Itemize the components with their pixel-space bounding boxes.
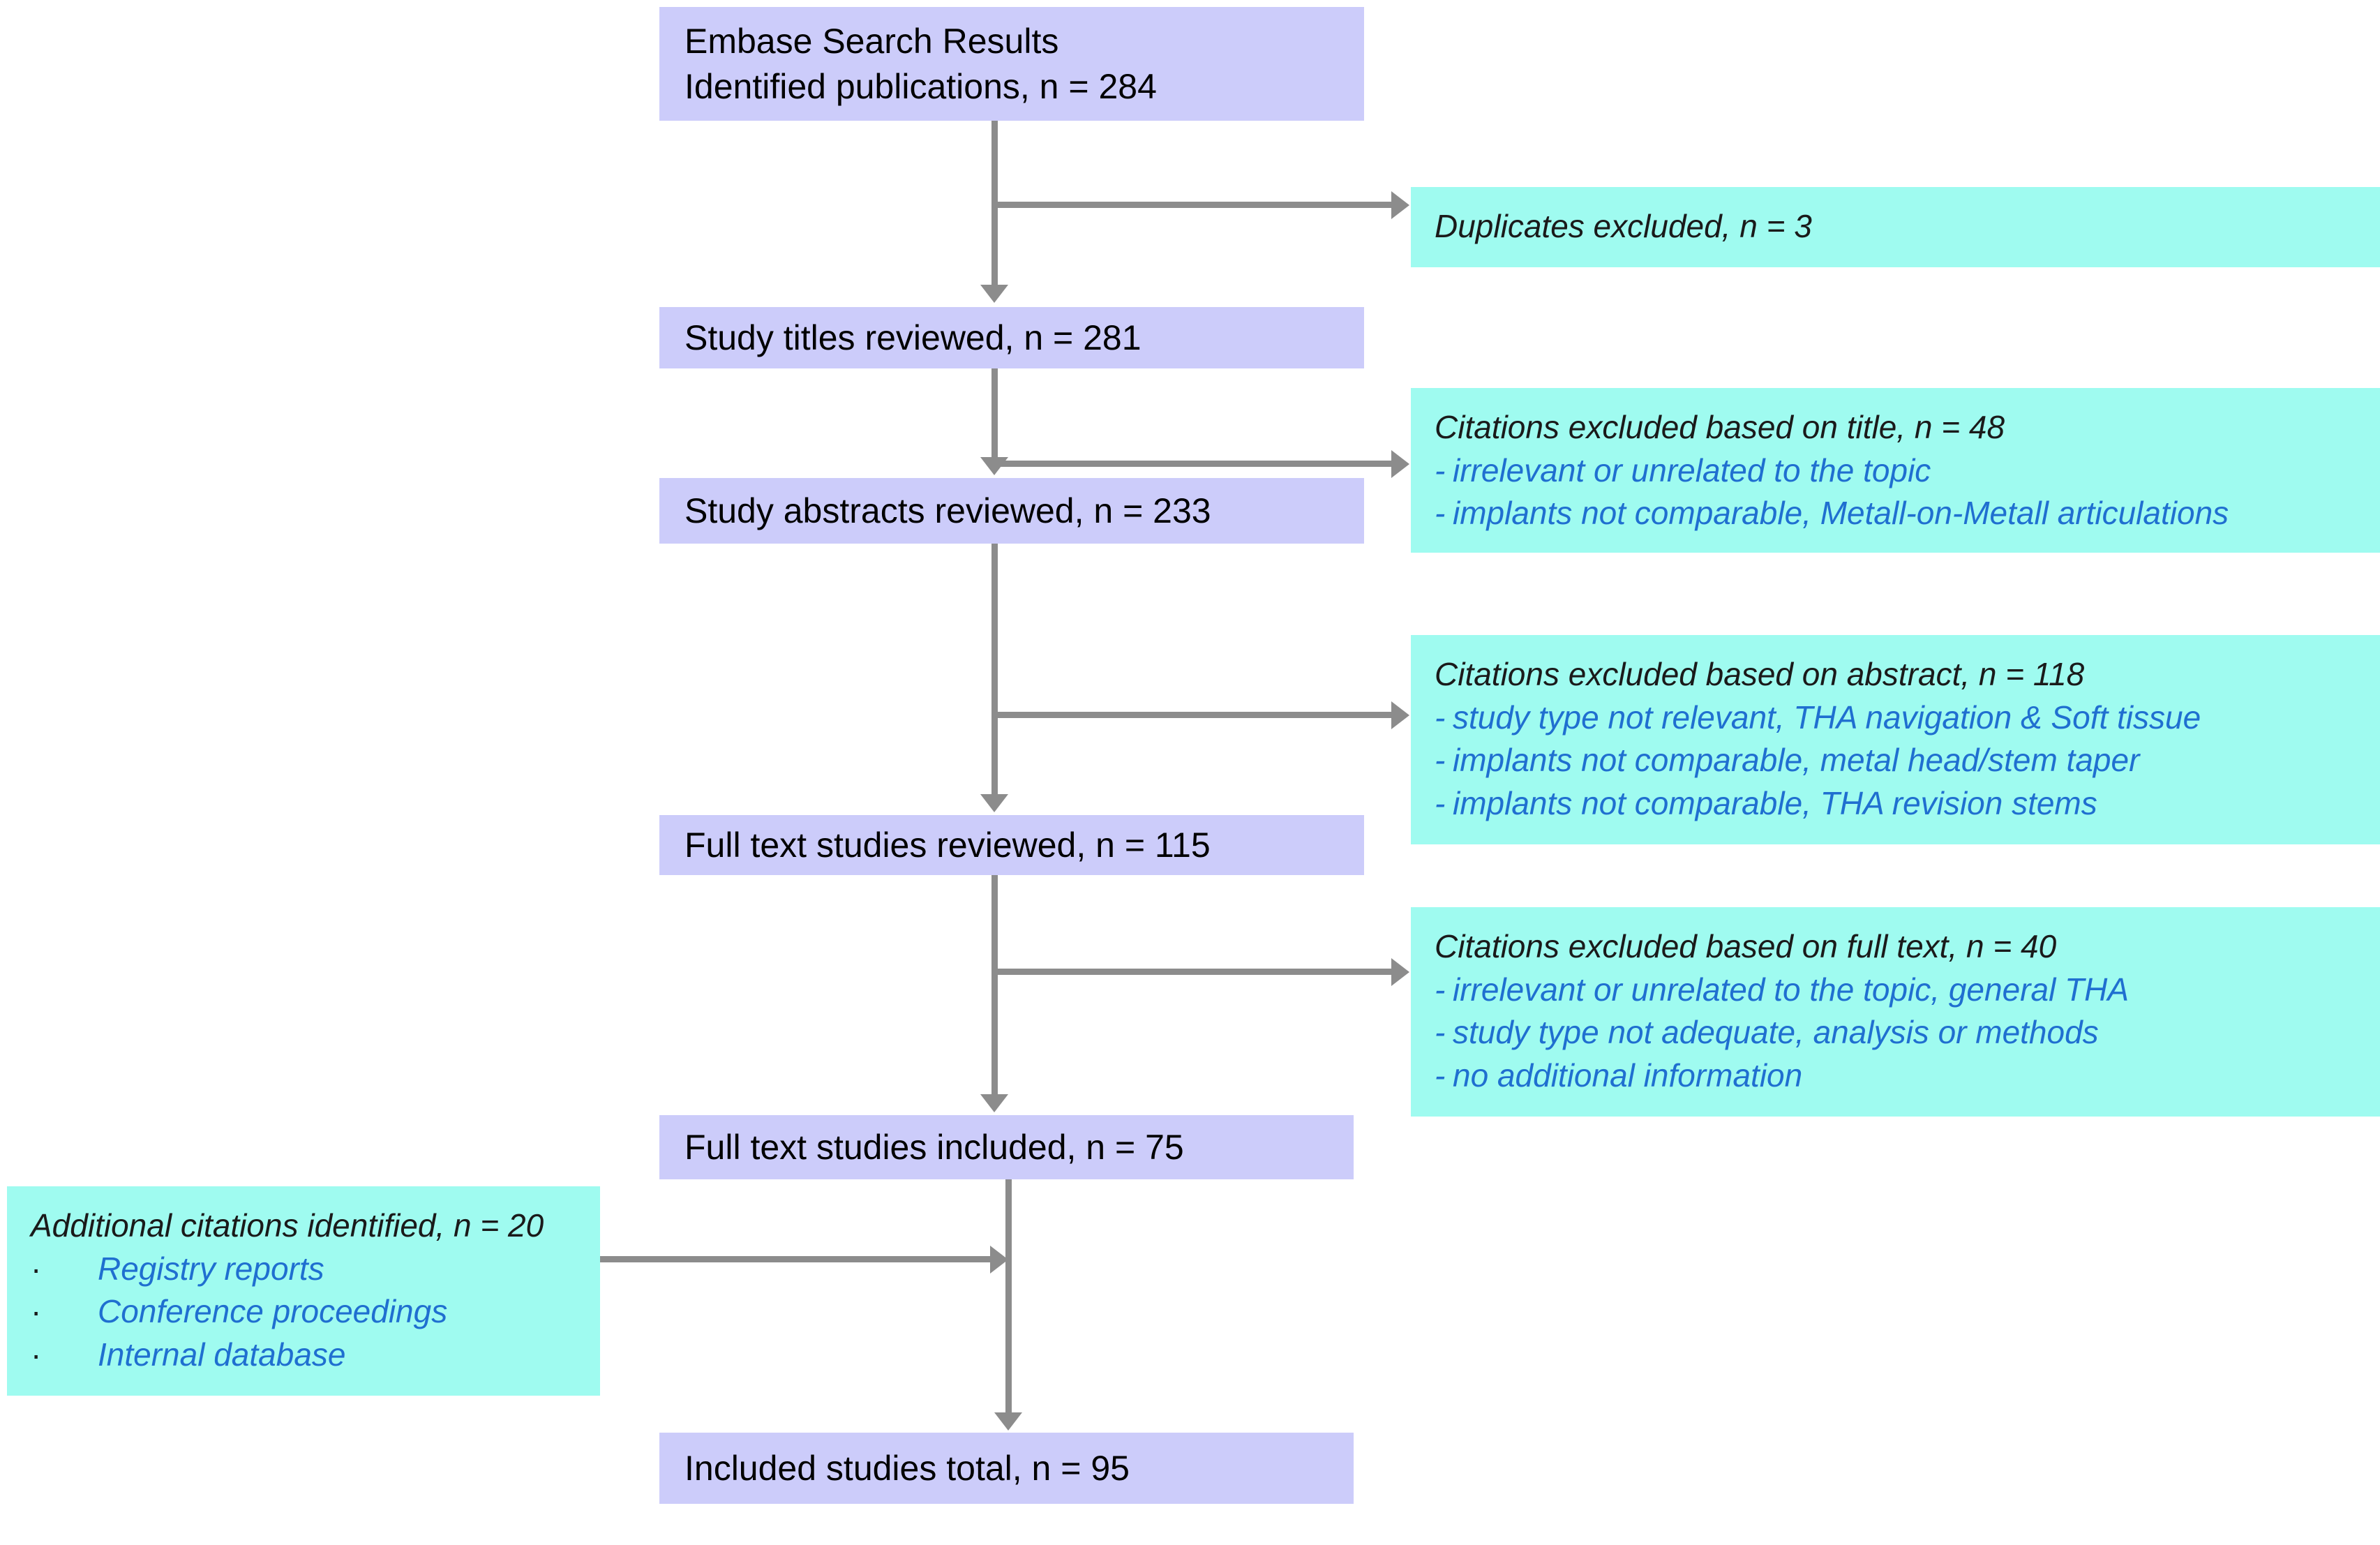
duplicates-header: Duplicates excluded, n = 3 [1435,208,1812,244]
arrowhead-abstract-exclusions [1391,701,1409,729]
fulltext-exclusion-item-text: no additional information [1453,1057,1803,1094]
abstract-exclusion-item: -implants not comparable, THA revision s… [1435,782,2380,826]
abstract-exclusion-item: -implants not comparable, metal head/ste… [1435,739,2380,782]
abstract-exclusions-header: Citations excluded based on abstract, n … [1435,656,2085,692]
dash-marker: - [1435,742,1446,779]
additional-citation-item: · Internal database [31,1334,600,1377]
connector-step3-to-step4 [991,543,998,796]
additional-citation-item: · Registry reports [31,1248,600,1291]
arrowhead-additional-citations [990,1246,1008,1274]
dash-marker: - [1435,495,1446,532]
abstract-exclusion-item-text: implants not comparable, THA revision st… [1453,784,2097,821]
dot-marker: · [31,1250,42,1287]
abstract-exclusion-item: -study type not relevant, THA navigation… [1435,696,2380,740]
node-included-total-label: Included studies total, n = 95 [684,1448,1130,1488]
fulltext-exclusion-item-text: irrelevant or unrelated to the topic, ge… [1453,971,2130,1008]
title-exclusion-item-text: irrelevant or unrelated to the topic [1453,451,1931,488]
connector-additional-to-spine [599,1256,993,1262]
node-duplicates-excluded[interactable]: Duplicates excluded, n = 3 [1411,187,2380,267]
node-title-exclusions[interactable]: Citations excluded based on title, n = 4… [1411,388,2380,553]
additional-citation-item: · Conference proceedings [31,1290,600,1334]
connector-to-fulltext-exclusions [991,969,1393,975]
dot-marker: · [31,1336,42,1373]
fulltext-exclusions-header: Citations excluded based on full text, n… [1435,928,2057,964]
abstract-exclusion-item-text: implants not comparable, metal head/stem… [1453,742,2140,779]
node-embase-line1: Embase Search Results [684,21,1059,61]
title-exclusion-item-text: implants not comparable, Metall-on-Metal… [1453,495,2229,532]
dash-marker: - [1435,784,1446,821]
additional-citation-item-text: Registry reports [98,1250,324,1287]
node-full-text-reviewed[interactable]: Full text studies reviewed, n = 115 [659,815,1364,875]
dash-marker: - [1435,971,1446,1008]
node-additional-citations[interactable]: Additional citations identified, n = 20 … [7,1186,600,1396]
node-abstract-exclusions[interactable]: Citations excluded based on abstract, n … [1411,635,2380,844]
dot-marker: · [31,1293,42,1330]
fulltext-exclusion-item: -irrelevant or unrelated to the topic, g… [1435,969,2380,1012]
dash-marker: - [1435,699,1446,736]
abstract-exclusion-item-text: study type not relevant, THA navigation … [1453,699,2201,736]
additional-citation-item-text: Internal database [98,1336,346,1373]
arrowhead-step6 [994,1412,1022,1431]
connector-to-duplicates [991,202,1393,208]
connector-to-title-exclusions [991,461,1393,467]
node-study-titles-label: Study titles reviewed, n = 281 [684,318,1142,357]
dash-marker: - [1435,1014,1446,1051]
node-study-titles-reviewed[interactable]: Study titles reviewed, n = 281 [659,307,1364,368]
connector-step2-to-step3 [991,368,998,458]
title-exclusions-header: Citations excluded based on title, n = 4… [1435,409,2005,445]
connector-step5-to-step6 [1005,1178,1012,1414]
fulltext-exclusion-item: -study type not adequate, analysis or me… [1435,1011,2380,1054]
fulltext-exclusion-item-text: study type not adequate, analysis or met… [1453,1014,2099,1051]
title-exclusion-item: -irrelevant or unrelated to the topic [1435,449,2380,493]
node-study-abstracts-reviewed[interactable]: Study abstracts reviewed, n = 233 [659,478,1364,544]
node-study-abstracts-label: Study abstracts reviewed, n = 233 [684,491,1211,530]
node-full-text-included-label: Full text studies included, n = 75 [684,1127,1184,1167]
arrowhead-title-exclusions [1391,450,1409,478]
additional-citation-item-text: Conference proceedings [98,1293,448,1330]
arrowhead-duplicates [1391,191,1409,219]
fulltext-exclusion-item: -no additional information [1435,1054,2380,1098]
arrowhead-fulltext-exclusions [1391,958,1409,986]
dash-marker: - [1435,1057,1446,1094]
node-included-studies-total[interactable]: Included studies total, n = 95 [659,1433,1354,1504]
dash-marker: - [1435,451,1446,488]
node-full-text-reviewed-label: Full text studies reviewed, n = 115 [684,825,1211,865]
title-exclusion-item: -implants not comparable, Metall-on-Meta… [1435,492,2380,535]
connector-step4-to-step5 [991,874,998,1096]
node-full-text-included[interactable]: Full text studies included, n = 75 [659,1115,1354,1179]
node-embase-search-results[interactable]: Embase Search Results Identified publica… [659,7,1364,121]
node-fulltext-exclusions[interactable]: Citations excluded based on full text, n… [1411,907,2380,1117]
arrowhead-step4 [980,794,1008,812]
node-embase-line2: Identified publications, n = 284 [684,66,1157,106]
arrowhead-step5 [980,1094,1008,1112]
connector-to-abstract-exclusions [991,712,1393,718]
arrowhead-step2 [980,285,1008,303]
additional-citations-header: Additional citations identified, n = 20 [31,1207,544,1244]
